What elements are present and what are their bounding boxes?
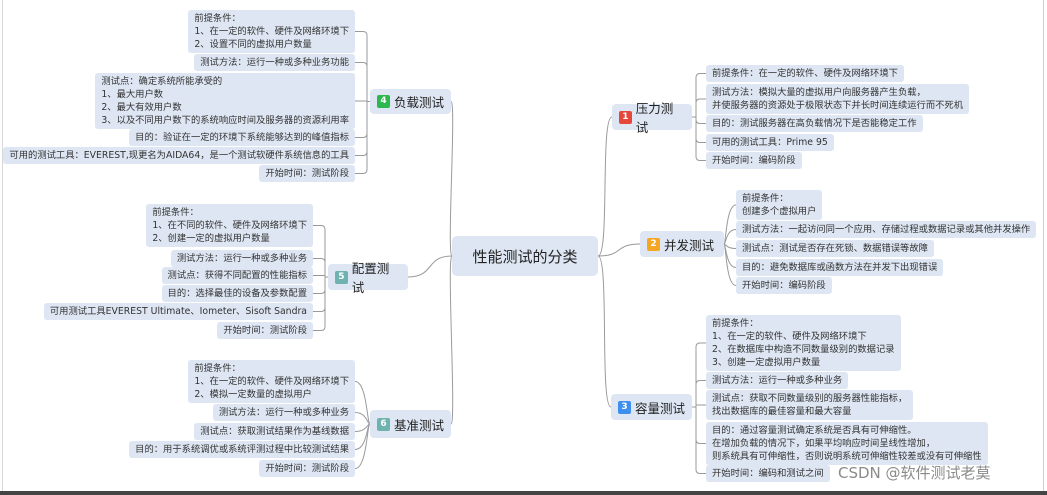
leaf-link [692, 116, 706, 143]
leaf-node[interactable]: 开始时间：编码阶段 [736, 277, 832, 294]
leaf-link [723, 204, 737, 245]
canvas-left-border [2, 0, 3, 492]
leaf-link [354, 423, 371, 469]
priority-badge-icon: 4 [377, 95, 390, 108]
leaf-node[interactable]: 开始时间：测试阶段 [217, 322, 313, 339]
leaf-link [313, 276, 328, 312]
center-link [449, 101, 454, 257]
branch-label: 压力测试 [635, 101, 674, 135]
leaf-link [692, 98, 706, 118]
leaf-node[interactable]: 测试点：获取测试结果作为基线数据 [194, 423, 355, 440]
leaf-link [692, 406, 706, 444]
branch-label: 并发测试 [664, 237, 715, 253]
center-link [449, 255, 454, 425]
leaf-node[interactable]: 前提条件： 1、在一定的软件、硬件及网络环境下 2、模拟一定数量的虚拟用户 [188, 360, 355, 403]
leaf-node[interactable]: 测试方法：运行一种或多种业务功能 [194, 54, 355, 71]
leaf-link [723, 243, 737, 286]
leaf-node[interactable]: 测试方法：运行一种或多种业务 [212, 404, 355, 421]
leaf-node[interactable]: 测试点：确定系统所能承受的 1、最大用户数 2、最大有效用户数 3、以及不同用户… [95, 73, 355, 129]
leaf-link [692, 116, 706, 161]
leaf-node[interactable]: 前提条件： 1、在不同的软件、硬件及网络环境下 2、创建一定的虚拟用户数量 [146, 204, 313, 247]
center-link [597, 116, 613, 257]
leaf-link [313, 276, 328, 331]
leaf-node[interactable]: 目的：验证在一定的环境下系统能够达到的峰值指标 [129, 129, 355, 146]
center-link [597, 255, 612, 408]
leaf-node[interactable]: 开始时间：测试阶段 [259, 165, 355, 182]
leaf-node[interactable]: 目的：选择最佳的设备及参数配置 [161, 285, 313, 302]
branch-label: 负载测试 [394, 95, 445, 110]
leaf-node[interactable]: 可用测试工具EVEREST Ultimate、Iometer、Sisoft Sa… [43, 303, 313, 320]
leaf-node[interactable]: 测试方法：运行一种或多种业务 [170, 250, 313, 267]
leaf-link [355, 31, 370, 102]
leaf-node[interactable]: 测试方法：一起访问同一个应用、存储过程或数据记录或其他并发操作 [736, 221, 1037, 238]
leaf-link [692, 73, 706, 118]
watermark: CSDN @软件测试老莫 [838, 464, 991, 482]
leaf-node[interactable]: 前提条件：在一定的软件、硬件及网络环境下 [706, 65, 904, 82]
leaf-node[interactable]: 目的：用于系统调优或系统评测过程中比较测试结果 [129, 441, 355, 458]
leaf-node[interactable]: 开始时间：测试阶段 [259, 460, 355, 477]
branch-label: 配置测试 [351, 261, 390, 295]
branch-label: 容量测试 [635, 400, 686, 416]
priority-badge-icon: 5 [335, 270, 348, 284]
leaf-node[interactable]: 前提条件： 1、在一定的软件、硬件及网络环境下 2、设置不同的虚拟用户数量 [188, 10, 355, 53]
priority-badge-icon: 3 [618, 400, 631, 414]
leaf-link [355, 62, 370, 102]
branch-node-4[interactable]: 4 负载测试 [370, 89, 451, 114]
leaf-link [355, 101, 370, 138]
branch-node-6[interactable]: 6 基准测试 [370, 410, 451, 438]
leaf-link [355, 101, 370, 174]
leaf-link [692, 406, 706, 474]
leaf-link [692, 380, 706, 408]
leaf-node[interactable]: 测试方法：运行一种或多种业务 [706, 372, 849, 389]
priority-badge-icon: 6 [377, 417, 390, 431]
branch-node-3[interactable]: 3 容量测试 [611, 394, 692, 420]
leaf-node[interactable]: 测试方法：模拟大量的虚拟用户向服务器产生负载， 并使服务器的资源处于极限状态下并… [706, 84, 970, 114]
leaf-link [313, 258, 328, 278]
leaf-node[interactable]: 目的：通过容量测试确定系统是否具有可伸缩性。 在增加负载的情况下，如果平均响应时… [706, 422, 988, 465]
leaf-node[interactable]: 目的：避免数据库或函数方法在并发下出现错误 [736, 259, 944, 276]
leaf-node[interactable]: 目的：测试服务器在高负载情况下是否能稳定工作 [706, 115, 923, 132]
canvas-right-border [1043, 0, 1044, 492]
priority-badge-icon: 1 [619, 110, 632, 124]
leaf-node[interactable]: 可用的测试工具：EVEREST,现更名为AIDA64，是一个测试软硬件系统信息的… [3, 147, 355, 164]
leaf-link [313, 225, 328, 278]
leaf-node[interactable]: 开始时间：编码阶段 [706, 152, 802, 169]
central-topic[interactable]: 性能测试的分类 [452, 236, 598, 276]
leaf-node[interactable]: 测试点：测试是否存在死锁、数据错误等故障 [736, 240, 934, 257]
branch-label: 基准测试 [394, 417, 445, 433]
leaf-link [692, 342, 706, 408]
branch-node-2[interactable]: 2 并发测试 [640, 231, 724, 257]
leaf-node[interactable]: 前提条件： 1、在一定的软件、硬件及网络环境下 2、在数据库中构造不同数量级别的… [706, 315, 901, 371]
leaf-node[interactable]: 测试点：获得不同配置的性能指标 [161, 267, 313, 284]
leaf-link [354, 381, 371, 425]
leaf-link [692, 116, 706, 124]
priority-badge-icon: 2 [647, 237, 660, 251]
center-link [407, 255, 453, 278]
leaf-node[interactable]: 测试点：获取不同数量级别的服务器性能指标， 找出数据库的最佳容量和最大容量 [706, 390, 914, 420]
leaf-link [313, 276, 328, 294]
center-link [597, 243, 641, 257]
leaf-node[interactable]: 开始时间：编码和测试之间 [706, 465, 830, 482]
leaf-link [355, 101, 370, 156]
leaf-node[interactable]: 可用的测试工具：Prime 95 [706, 134, 834, 151]
canvas-bottom-border [0, 491, 1047, 495]
leaf-node[interactable]: 前提条件： 创建多个虚拟用户 [736, 190, 823, 220]
